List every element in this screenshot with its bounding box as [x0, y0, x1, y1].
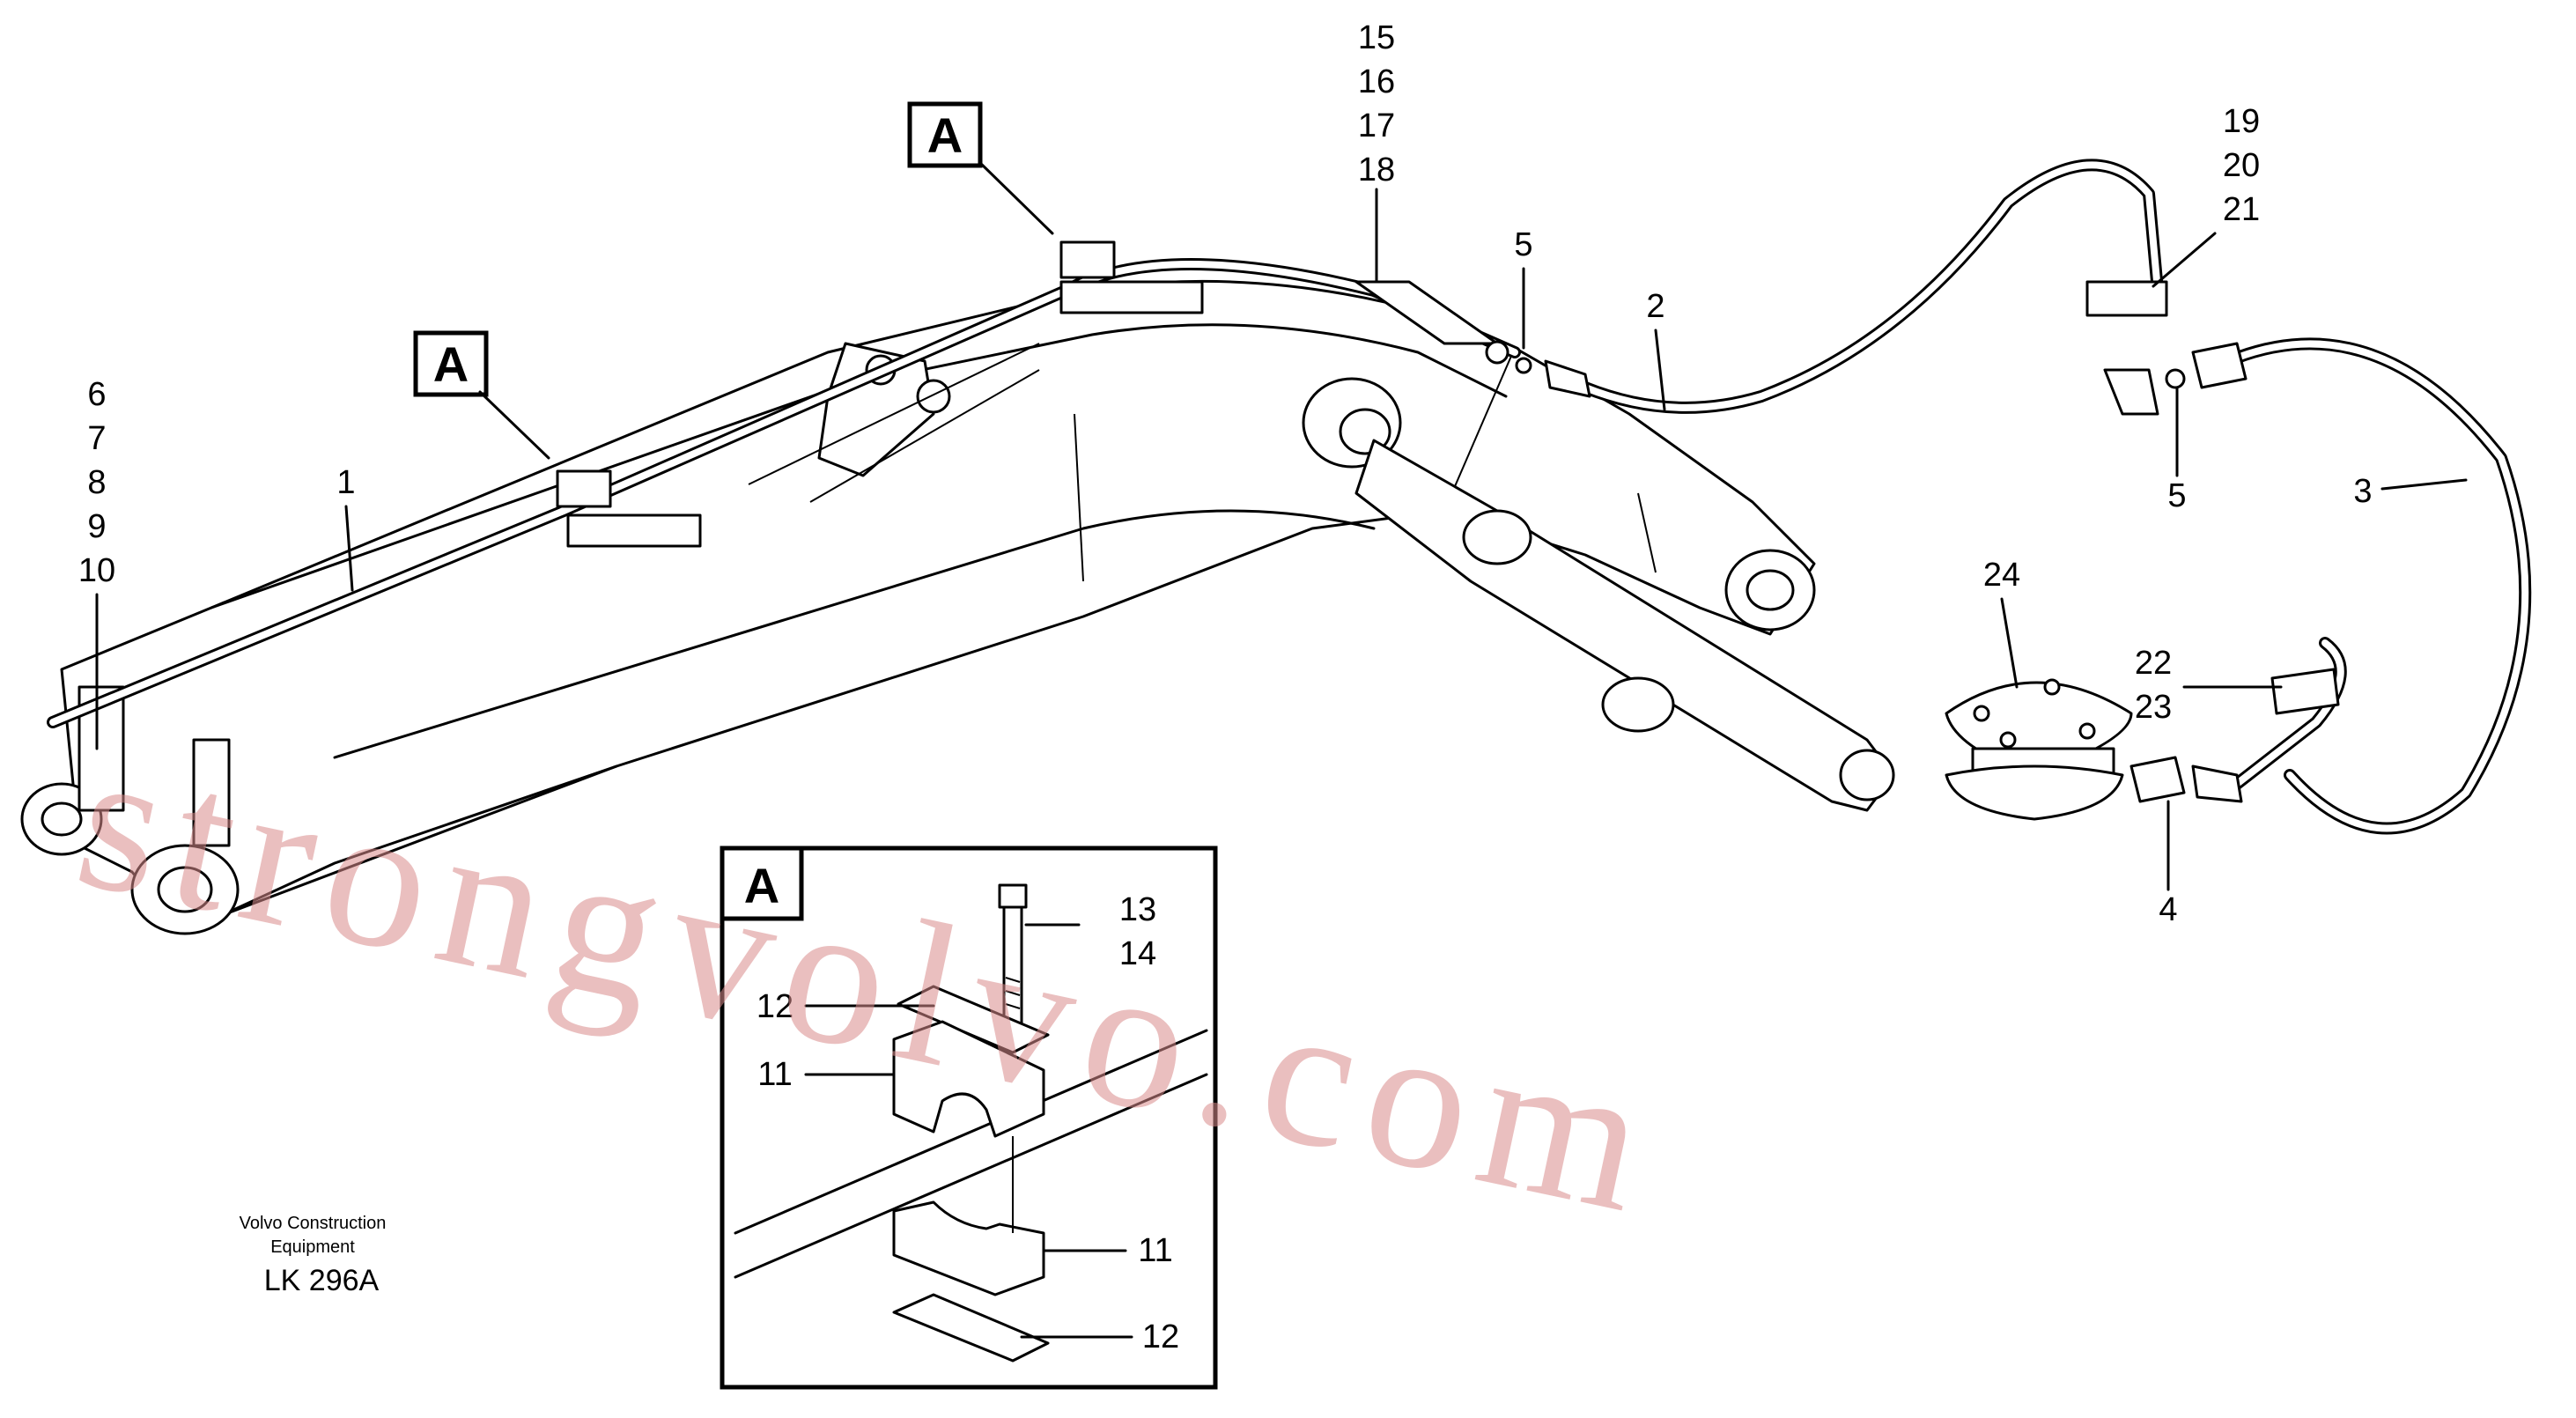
- detail-view-a: A: [720, 846, 1218, 1390]
- callout-14: 14: [1119, 935, 1156, 972]
- callout-17: 17: [1358, 107, 1395, 144]
- drawing-code: LK 296A: [264, 1264, 380, 1297]
- callout-8: 8: [87, 464, 106, 501]
- boom-illustration: [20, 279, 1895, 935]
- callout-22: 22: [2135, 645, 2172, 682]
- callout-5-left: 5: [1514, 226, 1532, 263]
- svg-text:A: A: [927, 107, 963, 163]
- section-marker-1: A: [413, 330, 550, 460]
- svg-text:A: A: [433, 336, 469, 392]
- callout-15: 15: [1358, 19, 1395, 56]
- callout-11-bottom: 11: [1138, 1232, 1172, 1269]
- callout-2: 2: [1646, 288, 1664, 325]
- manufacturer-line-2: Equipment: [270, 1237, 355, 1257]
- callout-1: 1: [336, 464, 355, 501]
- callout-7: 7: [87, 420, 106, 457]
- section-marker-2: A: [907, 101, 1054, 235]
- callout-10: 10: [78, 552, 115, 589]
- callout-12-bottom: 12: [1142, 1318, 1179, 1355]
- callout-4: 4: [2159, 891, 2177, 928]
- clamps-and-fittings: [556, 240, 2340, 821]
- manufacturer-line-1: Volvo Construction: [240, 1214, 387, 1233]
- callout-9: 9: [87, 508, 106, 545]
- callout-20: 20: [2223, 147, 2260, 184]
- callouts: 6 7 8 9 10 1 15 16 17 18 5 2 19 20 21 5 …: [78, 19, 2468, 1355]
- callout-5-right: 5: [2167, 477, 2186, 514]
- callout-11-top: 11: [757, 1056, 792, 1093]
- callout-3: 3: [2353, 473, 2372, 510]
- callout-6: 6: [87, 376, 106, 413]
- callout-19: 19: [2223, 103, 2260, 140]
- callout-21: 21: [2223, 191, 2260, 228]
- callout-23: 23: [2135, 689, 2172, 726]
- callout-24: 24: [1983, 557, 2020, 594]
- svg-text:A: A: [744, 858, 779, 913]
- callout-18: 18: [1358, 151, 1395, 188]
- callout-16: 16: [1358, 63, 1395, 100]
- callout-13: 13: [1119, 891, 1156, 928]
- drawing-footer: Volvo Construction Equipment LK 296A: [240, 1214, 387, 1297]
- callout-12-top: 12: [757, 988, 793, 1025]
